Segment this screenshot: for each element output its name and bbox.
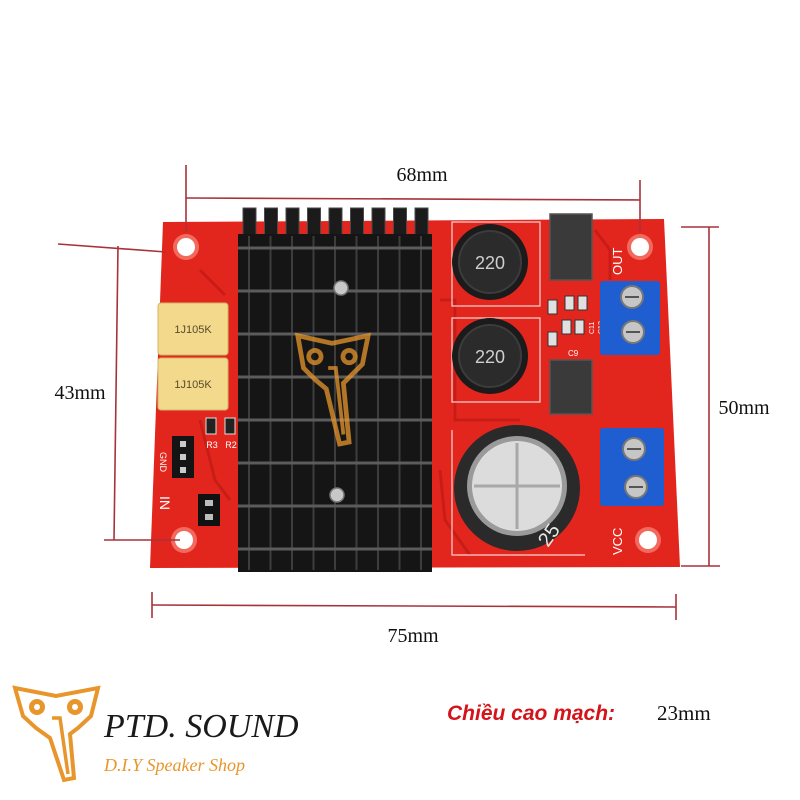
inductor-marking: 220 [475, 347, 505, 367]
trace [593, 229, 612, 280]
mounting-hole-top-left-bore [177, 238, 195, 256]
label-in: IN [157, 496, 173, 510]
power-inductor-2: 220 [452, 318, 528, 394]
label-vcc: VCC [610, 528, 625, 555]
watermark-owl-pupil [345, 352, 353, 361]
pin [180, 467, 186, 473]
heatsink-tooth [328, 207, 343, 239]
terminal-body [600, 281, 660, 355]
film-capacitor-body [157, 357, 229, 411]
amplifier-board: 1J105K 1J105K R3 R2 GND IN [150, 207, 680, 572]
mounting-hole-bottom-left-bore [175, 531, 193, 549]
heatsink-tooth [393, 207, 407, 239]
dim-label-top: 68mm [396, 164, 448, 186]
silkscreen-outlines [451, 221, 585, 556]
jumper-body [198, 494, 220, 526]
dim-label-bottom: 75mm [387, 625, 439, 647]
smd-part [561, 319, 572, 335]
owl-logo-pupil [34, 704, 40, 710]
jumper-pin [205, 500, 213, 506]
trace [438, 469, 472, 556]
dim-label-right: 50mm [718, 397, 770, 419]
height-note-value: 23mm [657, 701, 711, 725]
brand-tagline: D.I.Y Speaker Shop [103, 755, 245, 775]
smd-inductor-bottom [549, 359, 593, 415]
smd-part [577, 295, 588, 311]
output-terminal-block [600, 281, 660, 355]
brand-owl-logo [12, 685, 101, 783]
film-capacitor-body [157, 302, 229, 356]
smd-part [547, 331, 558, 347]
inductor-outline [451, 221, 541, 307]
label-c9: C9 [568, 349, 579, 358]
dimension-lines [57, 165, 720, 620]
brand-name: PTD. SOUND [103, 708, 299, 745]
mounting-hole-bottom-right-bore [639, 531, 657, 549]
owl-logo-pupil [72, 704, 78, 710]
trace [198, 268, 227, 297]
smd-resistors: R3 R2 [205, 417, 237, 450]
smd-part [574, 319, 585, 335]
heatsink-fins [238, 236, 432, 570]
label-r3: R3 [206, 440, 218, 450]
dim-left-line [113, 245, 119, 541]
smd-part [547, 299, 558, 315]
electrolytic-capacitor: 25 [454, 425, 580, 551]
heatsink-tooth [242, 207, 257, 239]
heatsink-tooth [414, 207, 429, 239]
watermark-owl-outline [294, 332, 372, 447]
cap-outline [451, 430, 585, 556]
heatsink [238, 207, 432, 572]
heatsink-tooth [350, 207, 364, 239]
dim-label-left: 43mm [54, 382, 106, 404]
label-c11: C11 [589, 322, 596, 334]
jumper-pin [205, 514, 213, 520]
label-r2: R2 [225, 440, 237, 450]
film-capacitor-marking: 1J105K [174, 324, 212, 336]
pin [180, 454, 186, 460]
label-gnd: GND [158, 452, 168, 473]
input-pin-header [172, 436, 194, 478]
resistor-r3 [205, 417, 217, 435]
smd-inductor-top [549, 213, 593, 281]
heatsink-tooth [264, 207, 278, 239]
watermark-owl-logo [294, 332, 372, 447]
mounting-holes [171, 234, 661, 553]
jumper [198, 494, 220, 526]
inductor-top [458, 324, 522, 388]
watermark-owl-pupil [311, 352, 319, 361]
inductor-outline [451, 317, 541, 403]
watermark-owl-beak [328, 366, 346, 435]
inductor-marking: 220 [475, 253, 505, 273]
heatsink-top-teeth [242, 207, 429, 239]
terminal-body [600, 428, 664, 506]
dim-top-line [185, 197, 641, 201]
power-terminal-block [600, 428, 664, 506]
heatsink-tooth [307, 207, 321, 239]
smd-part [564, 295, 575, 311]
mounting-hole-top-right-bore [631, 238, 649, 256]
heatsink-screw [333, 280, 349, 296]
film-capacitor-marking: 1J105K [174, 379, 212, 391]
film-capacitor-1: 1J105K [157, 302, 229, 356]
film-capacitor-2: 1J105K [157, 357, 229, 411]
power-inductor-1: 220 [452, 224, 528, 300]
height-note-label: Chiều cao mạch: [447, 702, 615, 725]
resistor-r2 [224, 417, 236, 435]
label-out: OUT [610, 248, 625, 276]
pin [180, 441, 186, 447]
dim-left-ext-top [57, 243, 167, 253]
heatsink-screw [329, 487, 345, 503]
smd-capacitors [547, 295, 588, 347]
owl-logo-beak [52, 716, 70, 775]
trace [198, 419, 232, 501]
heatsink-tooth [371, 207, 386, 239]
inductor-top [458, 230, 522, 294]
owl-logo-outline [12, 685, 101, 783]
dim-bottom-line [151, 604, 677, 608]
heatsink-tooth [285, 207, 300, 239]
